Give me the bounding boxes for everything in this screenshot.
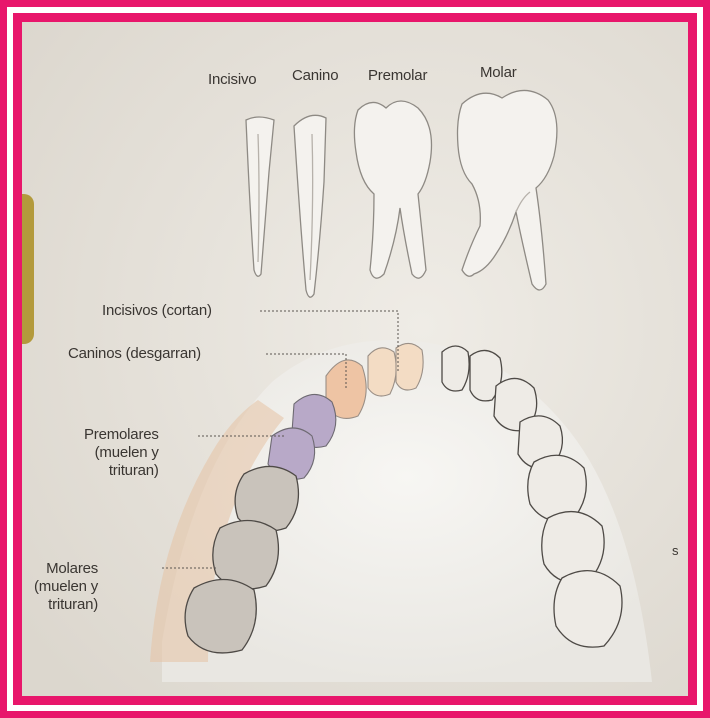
label-molar: Molar <box>480 64 517 82</box>
label-premolares: Premolares (muelen y trituran) <box>84 426 159 480</box>
margin-letter: s <box>672 542 678 560</box>
textbook-page: Incisivo Canino Premolar Molar Incisivos… <box>22 22 688 696</box>
label-caninos: Caninos (desgarran) <box>68 345 201 363</box>
label-premolar: Premolar <box>368 67 427 85</box>
label-canino: Canino <box>292 67 338 85</box>
label-molares: Molares (muelen y trituran) <box>34 560 98 614</box>
page-tab <box>22 194 34 344</box>
label-incisivos: Incisivos (cortan) <box>102 302 212 320</box>
label-incisivo: Incisivo <box>208 71 256 89</box>
